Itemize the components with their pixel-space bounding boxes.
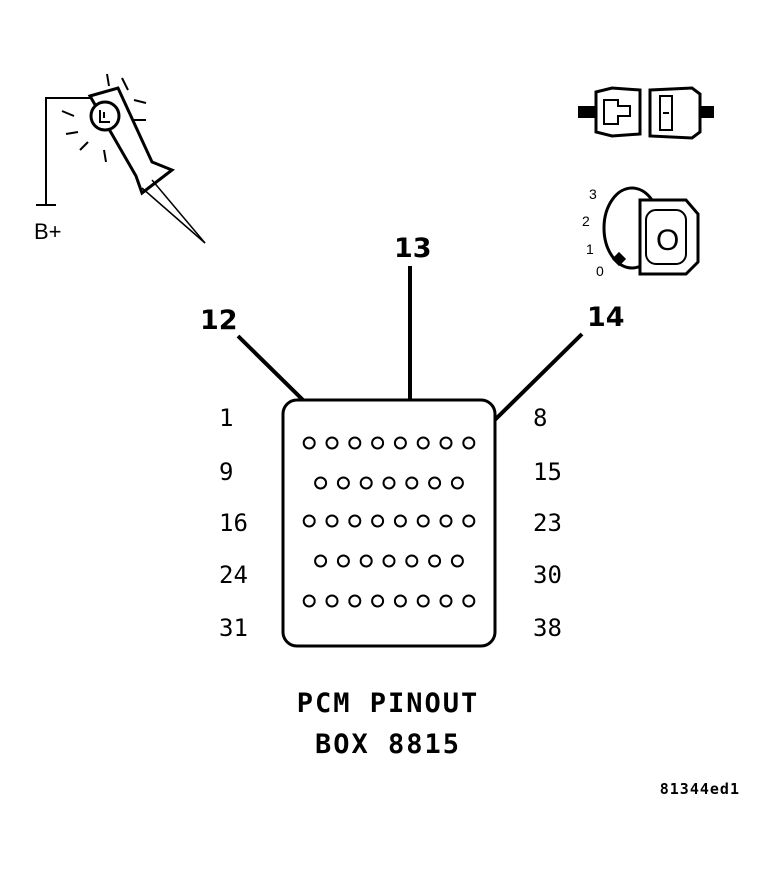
supply-label: B+ [34,219,62,244]
pin-cavity-35 [393,594,407,608]
pin-cavity-28 [405,554,419,568]
callout-12: 12 [200,305,238,336]
pin-cavity-12 [382,476,396,490]
row-label-right-3: 23 [533,509,562,537]
pin-cavity-16 [302,514,316,528]
pin-cavity-5 [393,436,407,450]
connector-disconnect-icon [578,86,714,140]
ignition-position-0: 0 [596,263,604,279]
row-label-left-4: 24 [219,561,248,589]
pin-cavity-8 [462,436,476,450]
row-label-right-2: 15 [533,458,562,486]
pin-cavity-24 [314,554,328,568]
ignition-position-3: 3 [589,186,597,202]
row-label-left-3: 16 [219,509,248,537]
caption-line-1: PCM PINOUT [297,688,480,719]
pin-cavity-9 [314,476,328,490]
pin-cavity-32 [325,594,339,608]
pcm-connector-face [281,398,497,648]
pin-cavity-22 [439,514,453,528]
test-light-icon [36,73,206,244]
pin-cavity-7 [439,436,453,450]
pin-cavity-33 [348,594,362,608]
row-label-left-5: 31 [219,614,248,642]
callout-13: 13 [394,233,432,264]
row-label-right-5: 38 [533,614,562,642]
pin-cavity-18 [348,514,362,528]
ignition-key-icon [602,186,700,276]
pin-cavity-29 [428,554,442,568]
pin-cavity-37 [439,594,453,608]
pin-cavity-25 [336,554,350,568]
ignition-key-glyph: O [656,224,679,257]
pin-cavity-13 [405,476,419,490]
pin-cavity-20 [393,514,407,528]
ignition-position-2: 2 [582,213,590,229]
row-label-left-2: 9 [219,458,233,486]
pin-cavity-1 [302,436,316,450]
pin-cavity-36 [416,594,430,608]
row-label-left-1: 1 [219,404,233,432]
pin-cavity-11 [359,476,373,490]
pin-cavity-17 [325,514,339,528]
pin-cavity-31 [302,594,316,608]
pin-cavity-34 [371,594,385,608]
row-label-right-4: 30 [533,561,562,589]
pin-cavity-19 [371,514,385,528]
pin-cavity-4 [371,436,385,450]
callout-14: 14 [587,302,625,333]
pin-cavity-14 [428,476,442,490]
pin-cavity-6 [416,436,430,450]
pin-cavity-30 [450,554,464,568]
pin-cavity-2 [325,436,339,450]
row-label-right-1: 8 [533,404,547,432]
pin-cavity-3 [348,436,362,450]
pin-cavity-38 [462,594,476,608]
connector-pin-grid [302,436,476,608]
caption-line-2: BOX 8815 [315,729,461,760]
pin-cavity-26 [359,554,373,568]
figure-id: 81344ed1 [660,780,740,798]
pin-cavity-10 [336,476,350,490]
pin-cavity-23 [462,514,476,528]
pin-cavity-27 [382,554,396,568]
pin-cavity-21 [416,514,430,528]
pin-cavity-15 [450,476,464,490]
ignition-position-1: 1 [586,241,594,257]
